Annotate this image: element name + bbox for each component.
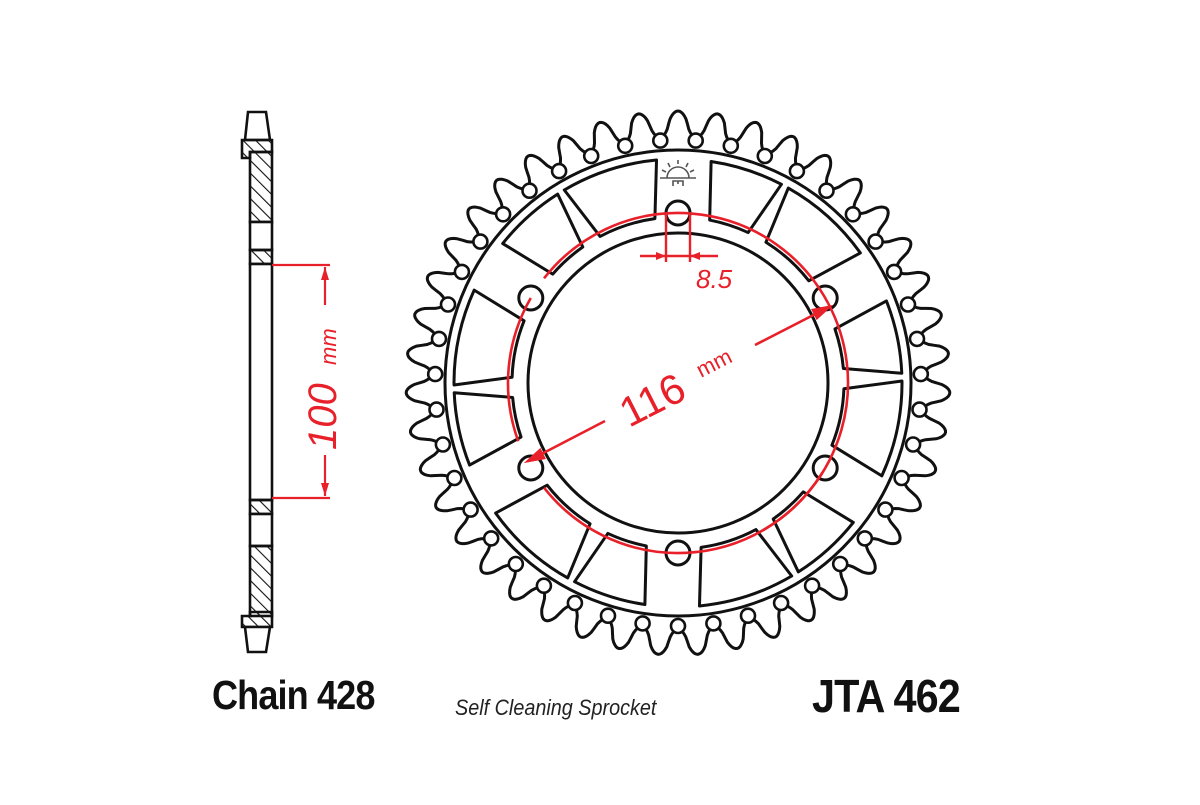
side-web-lower <box>248 544 274 618</box>
lightening-window <box>697 528 794 608</box>
mud-hole <box>507 555 525 573</box>
mud-hole <box>739 607 757 625</box>
mud-hole <box>439 296 457 313</box>
mud-hole <box>566 594 584 612</box>
mud-hole <box>772 594 790 612</box>
mud-hole <box>885 263 903 281</box>
bolt-circle-value: 116 <box>612 364 693 436</box>
lightening-window <box>833 299 904 375</box>
outer-ring <box>443 148 913 618</box>
bolt-hole-dimension <box>640 213 718 262</box>
side-web-upper <box>248 150 274 224</box>
part-number-label: JTA 462 <box>812 670 961 722</box>
mud-hole <box>550 162 568 180</box>
mud-hole <box>482 530 500 547</box>
mud-hole <box>788 162 806 180</box>
mud-hole <box>428 401 445 418</box>
mud-hole <box>472 233 489 250</box>
mud-hole <box>426 365 444 383</box>
mud-hole <box>634 615 651 632</box>
side-tooth-bottom <box>243 625 272 654</box>
mud-hole <box>904 436 922 453</box>
mud-hole <box>669 617 687 635</box>
mud-hole <box>911 401 928 418</box>
lightening-window <box>501 192 585 276</box>
center-bore-dimension: 100 mm <box>272 263 345 500</box>
lightening-window <box>771 490 855 574</box>
lightening-window <box>452 391 523 467</box>
lightening-window <box>494 483 592 580</box>
mud-hole <box>434 436 452 453</box>
mud-hole <box>494 206 512 223</box>
side-center-bore <box>248 262 274 502</box>
bolt-hole <box>517 284 545 312</box>
mud-hole <box>803 577 821 595</box>
sun-logo-icon <box>660 160 696 186</box>
description-label: Self Cleaning Sprocket <box>455 695 657 720</box>
center-bore-unit: mm <box>316 328 341 365</box>
lightening-window <box>562 158 659 238</box>
mud-hole <box>687 132 705 149</box>
mud-hole <box>722 137 740 155</box>
center-bore <box>526 231 830 535</box>
mud-hole <box>521 182 538 199</box>
lightening-window <box>452 288 526 387</box>
lightening-window <box>830 379 904 478</box>
mud-hole <box>705 615 722 632</box>
mud-hole <box>867 233 884 250</box>
mud-hole <box>818 182 835 199</box>
mud-hole <box>462 501 479 518</box>
mud-hole <box>912 365 930 383</box>
chain-size-label: Chain 428 <box>212 672 375 718</box>
mud-hole <box>651 132 669 149</box>
side-tooth-top <box>243 110 272 142</box>
mud-hole <box>908 330 926 348</box>
mud-hole <box>899 296 917 313</box>
lightening-window <box>708 159 783 235</box>
mud-hole <box>582 147 600 165</box>
mud-hole <box>616 137 634 155</box>
mud-hole <box>844 206 862 223</box>
mud-hole <box>877 501 894 518</box>
bolt-circle-dimension <box>506 211 850 555</box>
mud-hole <box>831 555 849 573</box>
mud-hole <box>856 530 874 547</box>
mud-hole <box>893 469 910 487</box>
sprocket-front-view: 116 mm 8.5 <box>404 109 952 656</box>
side-profile-view: 100 mm <box>240 110 345 654</box>
center-bore-value: 100 <box>301 383 345 450</box>
mud-hole <box>430 330 448 348</box>
mud-hole <box>446 469 463 487</box>
bolt-circle-unit: mm <box>692 344 736 383</box>
mud-hole <box>535 577 553 595</box>
lightening-windows <box>452 158 904 608</box>
bolt-hole <box>517 454 545 482</box>
mud-hole <box>599 607 617 625</box>
mud-hole <box>453 263 471 281</box>
lightening-window <box>764 186 862 283</box>
lightening-window <box>573 531 648 607</box>
self-cleaning-holes <box>426 132 930 635</box>
bolt-hole-value: 8.5 <box>696 264 733 294</box>
mud-hole <box>756 147 774 165</box>
